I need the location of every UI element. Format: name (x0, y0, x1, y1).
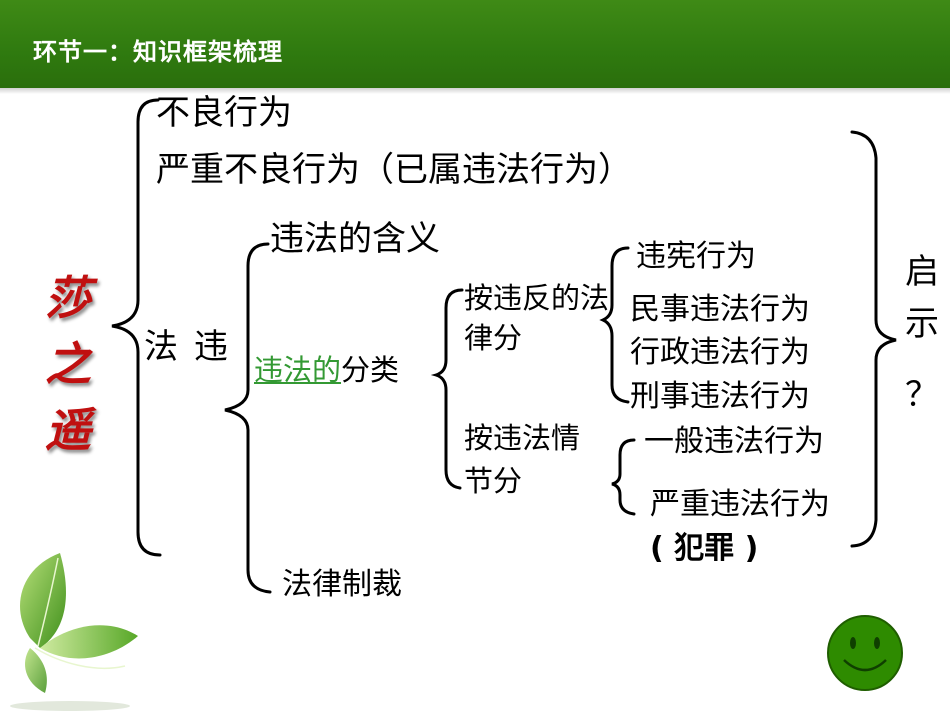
general-violation: 一般违法行为 (644, 424, 824, 459)
constitutional-violation: 违宪行为 (636, 239, 756, 274)
classification-text: 分类 (341, 353, 400, 387)
by-law-line2: 律分 (464, 321, 523, 355)
side-title-char: 遥 (45, 403, 91, 457)
insight-char: 示 (905, 304, 939, 344)
center-label-illegal: 法违 (144, 330, 234, 376)
smiley-icon (827, 615, 903, 691)
brace-level2 (224, 242, 272, 594)
side-title: 莎之遥 (38, 265, 98, 463)
crime-note: ( 犯罪 ) (650, 531, 759, 566)
administrative-violation: 行政违法行为 (630, 335, 810, 370)
by-severity-line1: 按违法情 (464, 421, 581, 455)
civil-violation: 民事违法行为 (630, 292, 810, 327)
center-label-char: 违 (194, 327, 242, 367)
header-shadow (0, 88, 950, 94)
brace-right (850, 130, 897, 548)
side-title-char: 莎 (45, 271, 91, 325)
center-label-char: 法 (144, 327, 192, 367)
classification-link[interactable]: 违法的 (254, 353, 342, 387)
legal-sanction: 法律制裁 (282, 567, 402, 602)
item-bad-behavior: 不良行为 (156, 93, 292, 133)
insight-char: 启 (905, 252, 939, 292)
by-severity-line2: 节分 (464, 464, 523, 498)
criminal-violation: 刑事违法行为 (630, 379, 810, 414)
header-bar: 环节一：知识框架梳理 (0, 0, 950, 88)
brace-level1 (111, 98, 162, 557)
item-serious-bad-behavior: 严重不良行为（已属违法行为） (156, 150, 632, 190)
side-title-char: 之 (45, 337, 91, 391)
insight-label: 启 示 (902, 246, 942, 350)
insight-question-mark: ？ (905, 375, 939, 415)
classification-label: 违法的分类 (254, 356, 399, 385)
leaf-icon (10, 553, 138, 711)
slide-title: 环节一：知识框架梳理 (33, 38, 283, 66)
serious-violation: 严重违法行为 (650, 487, 830, 522)
by-law-line1: 按违反的法 (464, 281, 610, 315)
brace-by-law (599, 246, 630, 404)
brace-level3 (430, 288, 464, 490)
brace-by-severity (611, 438, 636, 516)
meaning-of-illegal: 违法的含义 (270, 219, 440, 259)
